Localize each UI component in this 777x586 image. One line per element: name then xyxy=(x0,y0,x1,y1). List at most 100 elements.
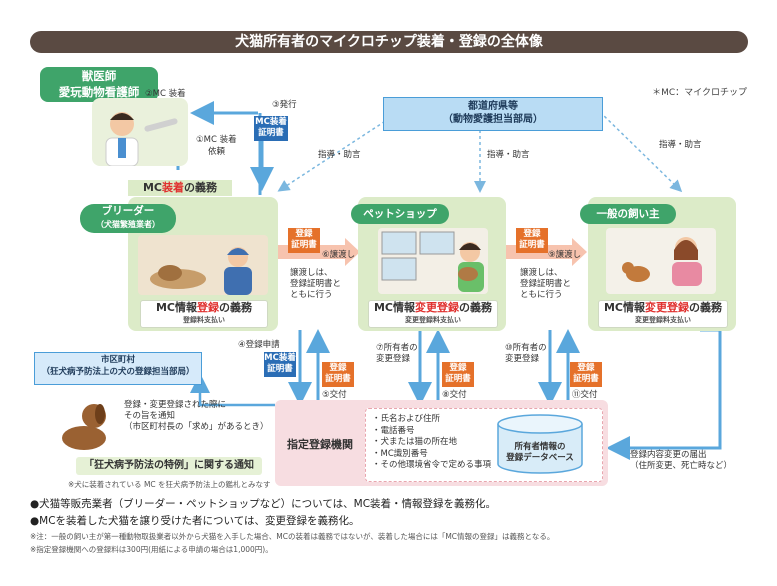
step-7: ⑦所有者の変更登録 xyxy=(376,343,418,365)
transfer-note-1-l3: ともに行う xyxy=(290,290,333,300)
transfer-note-2-l1: 譲渡しは、 xyxy=(520,268,563,278)
shop-duty-post: の義務 xyxy=(459,301,493,314)
city-line2: （狂犬病予防法上の犬の登録担当部局） xyxy=(41,367,195,377)
reg-cert-line2: 証明書 xyxy=(519,240,545,250)
reg-cert11-line2: 証明書 xyxy=(573,374,599,384)
request-label-2: 依頼 xyxy=(208,147,226,157)
breeder-sub: （犬猫繁殖業者） xyxy=(96,220,160,229)
reg-cert-tag-11: 登録証明書 xyxy=(570,362,602,387)
reg-cert-line1: 登録 xyxy=(295,229,313,239)
breeder-duty: MC情報登録の義務 登録料支払い xyxy=(140,300,268,328)
agency-item: ・犬または猫の所在地 xyxy=(372,437,458,447)
transfer-note-1-l1: 譲渡しは、 xyxy=(290,268,333,278)
mc-duty-pre: MC xyxy=(142,181,163,194)
prefecture-line1: 都道府県等 xyxy=(468,101,518,112)
change-notice-l2: （住所変更、死亡時など） xyxy=(630,461,733,471)
issue-label: ③発行 xyxy=(272,100,297,110)
shop-duty-pre: MC情報 xyxy=(373,301,416,314)
bullet-2: ●MCを装着した犬猫を譲り受けた者については、変更登録を義務化。 xyxy=(30,515,360,527)
title-banner: 犬猫所有者のマイクロチップ装着・登録の全体像 xyxy=(30,31,748,53)
step-8: ⑧交付 xyxy=(442,390,467,400)
vet-label-line1: 獣医師 xyxy=(81,69,117,83)
rabies-note: ※犬に装着されている MC を狂犬病予防法上の鑑札とみなす xyxy=(68,480,271,489)
bullet-1: ●犬猫等販売業者（ブリーダー・ペットショップなど）については、MC装着・情報登録… xyxy=(30,498,497,510)
mc-cert-tag-2: MC装着証明書 xyxy=(264,352,296,377)
mc-mount-duty: MC装着の義務 xyxy=(128,180,232,196)
breeder-duty-red: 登録 xyxy=(197,301,220,314)
item-0: 氏名および住所 xyxy=(380,414,441,424)
transfer-note-2-l3: ともに行う xyxy=(520,290,563,300)
agency-items: ・氏名および住所 ・電話番号 ・犬または猫の所在地 ・MC識別番号 ・その他環境… xyxy=(372,414,491,472)
database-icon xyxy=(497,414,583,474)
db-label-l2: 登録データベース xyxy=(506,453,574,463)
breeder-name: ブリーダー xyxy=(101,205,155,217)
reg-cert-tag-5: 登録証明書 xyxy=(322,362,354,387)
reg-cert5-line1: 登録 xyxy=(329,363,347,373)
mc-cert-tag: MC装着 証明書 xyxy=(254,116,288,141)
vet-label: 獣医師 愛玩動物看護師 xyxy=(40,67,158,102)
mc-duty-red: 装着 xyxy=(162,181,185,194)
item-2: 犬または猫の所在地 xyxy=(380,437,458,447)
mc-cert2-line1: MC装着 xyxy=(264,353,296,363)
legend-mc: ＊MC：マイクロチップ xyxy=(652,88,747,98)
mc-cert2-line2: 証明書 xyxy=(267,364,293,374)
owner-fee: 変更登録料支払い xyxy=(635,316,691,324)
agency-item: ・MC識別番号 xyxy=(372,448,428,459)
step-5: ⑤交付 xyxy=(322,390,347,400)
step-10: ⑩所有者の変更登録 xyxy=(505,343,547,365)
step-11: ⑪交付 xyxy=(572,390,598,400)
db-label: 所有者情報の 登録データベース xyxy=(500,442,580,464)
item-4: その他環境省令で定める事項 xyxy=(380,460,492,470)
guidance-label-2: 指導・助言 xyxy=(487,150,530,160)
item-1: 電話番号 xyxy=(380,425,415,436)
owner-duty-pre: MC情報 xyxy=(603,301,646,314)
step-10-l1: ⑩所有者の xyxy=(505,343,547,353)
breeder-figure xyxy=(150,247,252,295)
reg-cert-line2: 証明書 xyxy=(291,240,317,250)
reg-cert-tag-8: 登録証明書 xyxy=(442,362,474,387)
transfer-note-1-l2: 登録証明書と xyxy=(290,279,342,289)
owner-duty-post: の義務 xyxy=(689,301,723,314)
prefecture-box: 都道府県等 （動物愛護担当部局） xyxy=(383,97,603,131)
owner-label: 一般の飼い主 xyxy=(580,204,676,224)
mc-cert-line1: MC装着 xyxy=(255,117,287,127)
reg-cert8-line1: 登録 xyxy=(449,363,467,373)
city-line1: 市区町村 xyxy=(100,355,135,365)
transfer-6: ⑥譲渡し xyxy=(322,250,356,260)
reg-cert8-line2: 証明書 xyxy=(445,374,471,384)
vet-figure xyxy=(105,112,178,167)
breeder-fee: 登録料支払い xyxy=(183,316,225,324)
prefecture-line2: （動物愛護担当部局） xyxy=(443,114,543,125)
petshop-figure xyxy=(381,231,484,292)
step-4: ④登録申請 xyxy=(238,340,280,350)
petshop-label: ペットショップ xyxy=(351,204,449,224)
step-10-l2: 変更登録 xyxy=(505,354,540,364)
transfer-note-1: 譲渡しは、登録証明書とともに行う xyxy=(290,268,341,301)
mc-mount-label: ②MC 装着 xyxy=(145,89,186,99)
item-3: MC識別番号 xyxy=(380,448,428,459)
breeder-duty-post: の義務 xyxy=(219,301,253,314)
mc-cert-line2: 証明書 xyxy=(258,128,284,138)
change-notice: 登録内容変更の届出 （住所変更、死亡時など） xyxy=(630,450,732,472)
breeder-label: ブリーダー （犬猫繁殖業者） xyxy=(80,204,176,233)
rabies-notice: 「狂犬病予防法の特例」に関する通知 xyxy=(76,457,262,475)
transfer-9: ⑨譲渡し xyxy=(548,250,582,260)
owner-duty: MC情報変更登録の義務 変更登録料支払い xyxy=(598,300,728,328)
agency-item: ・その他環境省令で定める事項 xyxy=(372,460,492,470)
transfer-note-2-l2: 登録証明書と xyxy=(520,279,572,289)
guidance-label-3: 指導・助言 xyxy=(659,140,702,150)
petshop-duty: MC情報変更登録の義務 変更登録料支払い xyxy=(368,300,498,328)
guidance-label-1: 指導・助言 xyxy=(318,150,361,160)
notify-l2: その旨を通知 xyxy=(124,411,176,421)
reg-cert11-line1: 登録 xyxy=(577,363,595,373)
shop-fee: 変更登録料支払い xyxy=(405,316,461,324)
footnote-2: ※指定登録機関への登録料は300円(用紙による申請の場合は1,000円)。 xyxy=(30,545,273,554)
agency-title: 指定登録機関 xyxy=(287,438,353,451)
petshop-photo xyxy=(378,228,488,294)
db-label-l1: 所有者情報の xyxy=(514,442,566,452)
notify-l3: （市区町村長の「求め」があるとき） xyxy=(124,422,269,432)
mc-duty-post: の義務 xyxy=(184,181,218,194)
notify-text: 登録・変更登録された際に その旨を通知 （市区町村長の「求め」があるとき） xyxy=(124,400,269,433)
transfer-cert-tag-2: 登録証明書 xyxy=(516,228,548,253)
agency-item: ・電話番号 xyxy=(372,425,415,436)
